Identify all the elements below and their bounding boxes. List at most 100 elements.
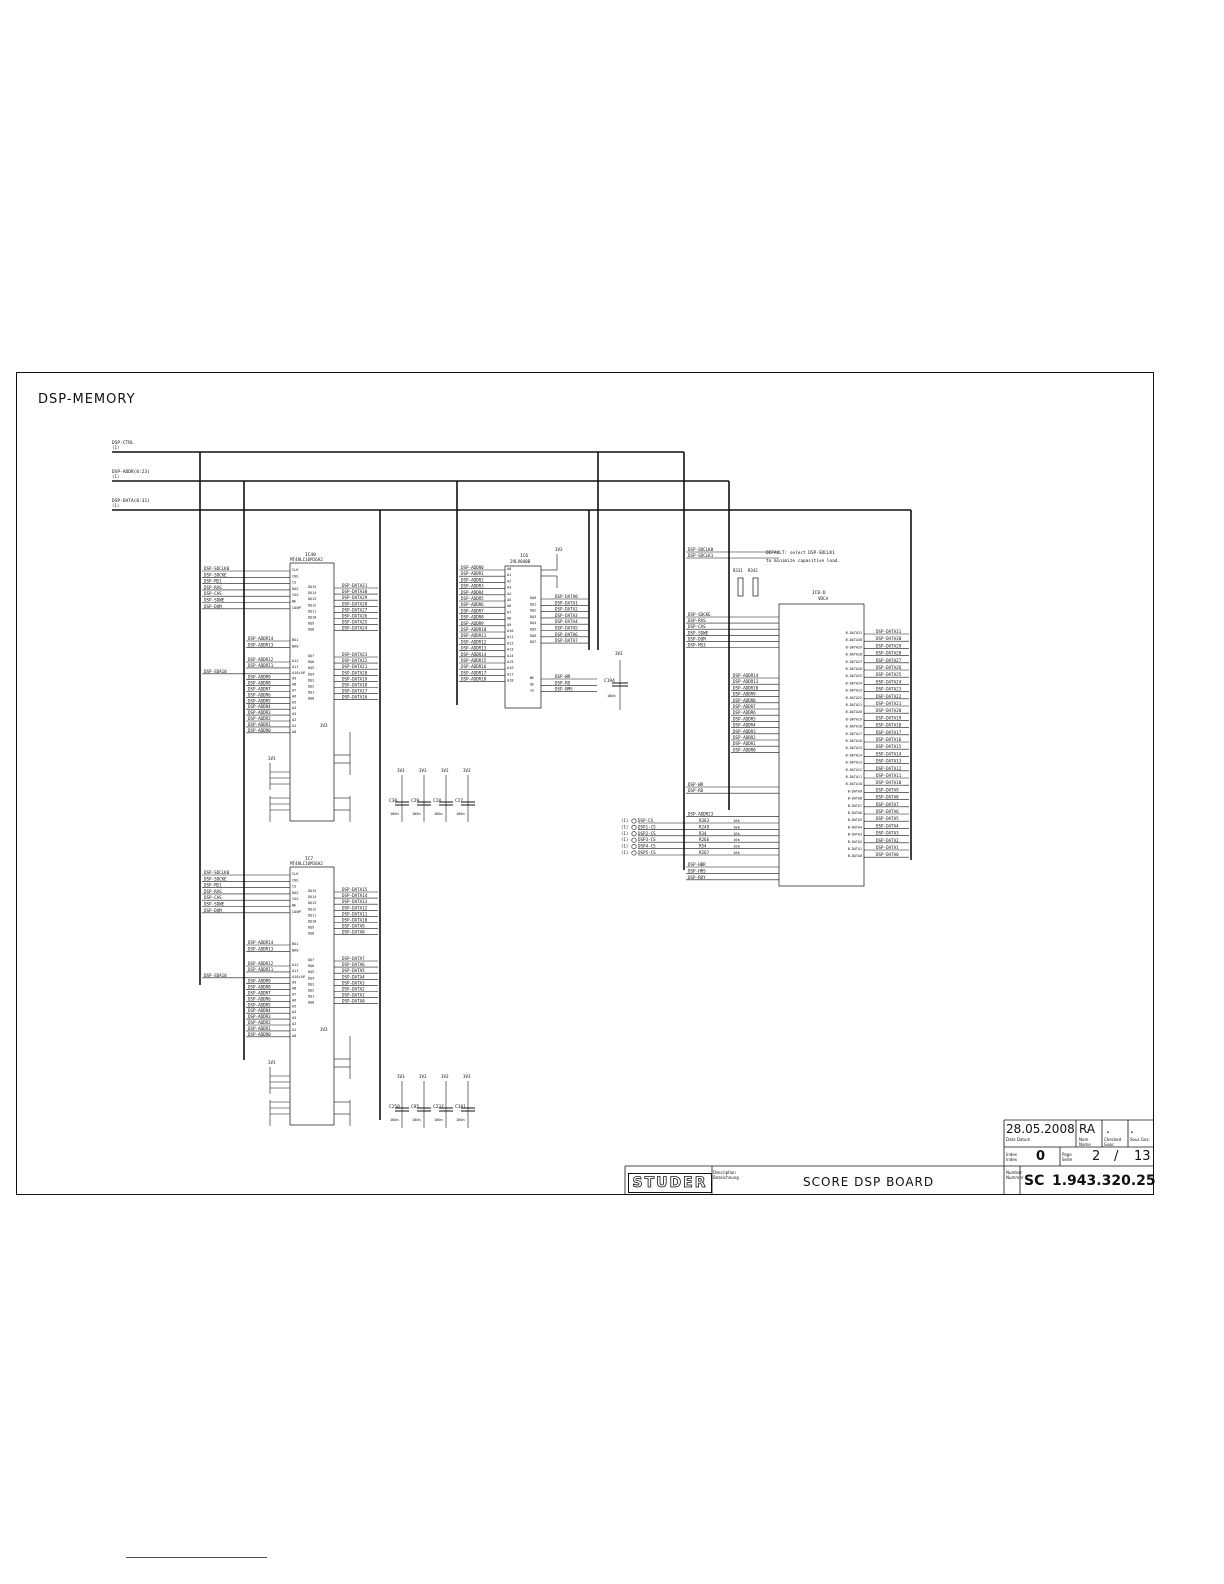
net-label: DSP-ADDR10 <box>461 627 487 632</box>
net-label: DSP-DATA2 <box>876 838 899 843</box>
net-label: DSP-ADDR3 <box>733 729 756 734</box>
pin-label: B-DATA23 <box>846 689 862 693</box>
chip-part: VDCA <box>818 596 829 601</box>
pin-label: DQ9 <box>308 926 314 930</box>
net-label: DSP-DATA10 <box>342 918 368 923</box>
net-label: DSP-ADDR8 <box>248 985 271 990</box>
net-label: DSP-ADDR7 <box>461 608 484 613</box>
net-label: DSP-MS1 <box>204 883 222 888</box>
pin-label: A14 <box>507 654 514 658</box>
pin-label: A12 <box>507 641 514 645</box>
pin-label: BA0 <box>292 644 299 648</box>
pin-label: A11 <box>292 969 299 973</box>
pin-label: A6 <box>292 998 296 1002</box>
pin-label: DQ10 <box>308 616 316 620</box>
pin-label: B-DATA8 <box>848 797 862 801</box>
schematic-sheet-frame <box>16 372 1154 1195</box>
capacitor-value: 100n <box>456 812 465 816</box>
title-pages: 13 <box>1134 1149 1151 1164</box>
net-label: DSP-ADDR5 <box>733 716 756 721</box>
capacitor-ref: C28 <box>433 798 441 804</box>
net-label: DSP-SDWE <box>688 630 709 635</box>
net-label: DSP-ADDR11 <box>248 967 274 972</box>
resistor-value: 10k <box>733 850 741 855</box>
footer-link-line[interactable] <box>126 1557 267 1558</box>
pin-label: B-DATA3 <box>848 833 862 837</box>
pin-label: A9 <box>292 981 296 985</box>
net-label: DSP-DATA13 <box>876 759 902 764</box>
bus-ref: (1) <box>112 503 119 508</box>
pin-label: DQ14 <box>308 591 316 595</box>
pin-label: A5 <box>292 1004 296 1008</box>
pin-label: B-DATA30 <box>846 638 862 642</box>
pin-label: A17 <box>507 672 514 676</box>
pin-label: A7 <box>292 993 296 997</box>
pin-label: RAS <box>292 587 299 591</box>
bus-label: DSP-CTRL <box>112 440 134 446</box>
pin-label: A1 <box>292 724 296 728</box>
net-label: DSP-DATA7 <box>876 802 899 807</box>
net-label: DSP-ADDR2 <box>461 577 484 582</box>
pin-label: A3 <box>292 1016 296 1020</box>
capacitor-value: 100n <box>390 812 399 816</box>
studer-logo: STUDER <box>628 1173 712 1193</box>
pin-label: DQ7 <box>308 958 314 962</box>
pin-label: BA0 <box>292 948 299 952</box>
resistor-ref: R266 <box>699 837 710 842</box>
net-label: DSP-ADDR14 <box>248 636 274 641</box>
pin-label: OE <box>530 682 534 686</box>
net-label: DSP-ADDR0 <box>733 747 756 752</box>
chip-part: 29LV040B <box>510 559 531 564</box>
net-label: DSP-ADDR15 <box>461 658 487 663</box>
net-label: DSP-ADDR12 <box>248 657 274 662</box>
net-label: DSP-SDCKE <box>688 612 711 617</box>
net-label: DSP-SDA10 <box>204 973 227 978</box>
net-label: DSP-DATA9 <box>876 787 899 792</box>
net-label: DSP-ADDR6 <box>461 602 484 607</box>
capacitor-ref: C30 <box>389 798 397 804</box>
ic40-body <box>289 562 335 822</box>
pin-label: DQ11 <box>308 609 316 613</box>
pin-label: A9 <box>292 677 296 681</box>
pin-label: B-DATA16 <box>846 739 862 743</box>
pin-label: A16 <box>507 666 514 670</box>
net-label: DSP-DATA4 <box>555 619 578 624</box>
pin-label: B-DATA28 <box>846 653 862 657</box>
net-label: DSP1-CS <box>638 824 656 829</box>
jumper-resistor <box>737 577 744 597</box>
power-label: 3V3 <box>463 1074 471 1079</box>
net-label: DSP-DATA28 <box>876 651 902 656</box>
pin-label: B-DATA19 <box>846 717 862 721</box>
pin-label: A13 <box>507 648 514 652</box>
offsheet-connector <box>631 850 637 856</box>
offsheet-ref: (1) <box>621 824 628 829</box>
pin-label: B-DATA31 <box>846 631 862 635</box>
power-label: 3V3 <box>397 768 405 773</box>
title-description-caption: Description Bezeichnung <box>713 1170 739 1180</box>
pin-label: DQ6 <box>530 634 536 638</box>
net-label: DSP-SDCKE <box>204 572 227 577</box>
net-label: DSP-DATA8 <box>876 795 899 800</box>
jumper-label: R342 <box>748 568 758 573</box>
pin-label: DQ10 <box>308 920 316 924</box>
pin-label: B-DATA13 <box>846 761 862 765</box>
pin-label: B-DATA21 <box>846 703 862 707</box>
net-label: DSP-ADDR1 <box>248 722 271 727</box>
title-page-separator: / <box>1114 1149 1119 1164</box>
power-label: 3V3 <box>268 756 276 761</box>
net-label: DSP-ADDR12 <box>248 961 274 966</box>
net-label: DSP-ADDR14 <box>248 940 274 945</box>
capacitor-ref: C194 <box>604 678 615 684</box>
pin-label: CKE <box>292 878 299 882</box>
pin-label: A15 <box>507 660 514 664</box>
pin-label: B-DATA2 <box>848 840 862 844</box>
title-doc-prefix: SC <box>1024 1173 1045 1189</box>
net-label: DSP-RD <box>688 788 704 793</box>
net-label: DSP-ADDR5 <box>461 596 484 601</box>
net-label: DSP5-CS <box>638 850 656 855</box>
pin-label: A10 <box>507 629 514 633</box>
net-label: DSP-ADDR23 <box>688 811 714 816</box>
pin-label: B-DATA29 <box>846 645 862 649</box>
title-date-caption: Date Datum <box>1006 1137 1031 1142</box>
net-label: DSP-DATA21 <box>342 664 368 669</box>
